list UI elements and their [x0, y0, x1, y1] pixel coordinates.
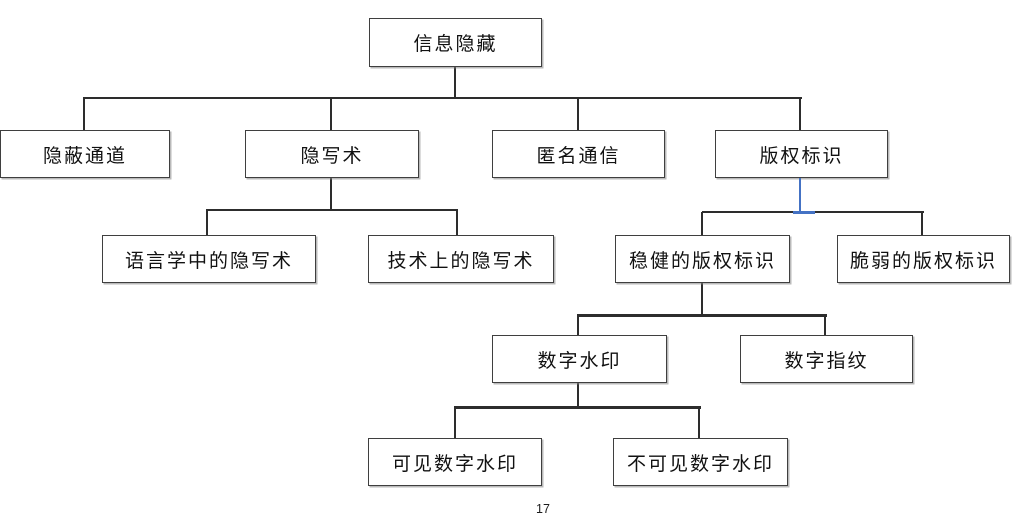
node-visible-digital-watermark: 可见数字水印 [368, 438, 542, 486]
connector-anonymous-top [577, 98, 579, 130]
connector-bus-steganography [206, 209, 458, 211]
connector-robust-drop [701, 283, 703, 316]
connector-visible-top [454, 407, 456, 438]
connector-technical-top [456, 210, 458, 235]
connector-covert-channel-top [83, 98, 85, 130]
node-anonymous-communication: 匿名通信 [492, 130, 665, 178]
node-digital-watermark: 数字水印 [492, 335, 667, 383]
node-covert-channel: 隐蔽通道 [0, 130, 170, 178]
node-robust-copyright-marking: 稳健的版权标识 [615, 235, 790, 283]
connector-invisible-top [698, 407, 700, 438]
connector-robust-top [701, 212, 703, 235]
node-linguistic-steganography: 语言学中的隐写术 [102, 235, 316, 283]
connector-bus-copyright-highlight-segment [793, 211, 815, 214]
connector-copyright-drop-highlight [799, 178, 801, 214]
connector-watermark-drop [577, 383, 579, 407]
connector-bus-watermark [454, 406, 701, 409]
connector-bus-level1 [83, 97, 802, 99]
connector-root-drop [454, 67, 456, 98]
connector-fragile-top [921, 212, 923, 235]
node-invisible-digital-watermark: 不可见数字水印 [613, 438, 788, 486]
node-information-hiding: 信息隐藏 [369, 18, 542, 67]
node-fragile-copyright-marking: 脆弱的版权标识 [837, 235, 1010, 283]
connector-steganography-drop [330, 178, 332, 211]
connector-fingerprint-top [824, 315, 826, 335]
page-number: 17 [536, 502, 550, 516]
connector-copyright-top [799, 98, 801, 130]
connector-bus-robust [577, 314, 827, 317]
node-technical-steganography: 技术上的隐写术 [368, 235, 554, 283]
node-copyright-marking: 版权标识 [715, 130, 888, 178]
node-digital-fingerprint: 数字指纹 [740, 335, 913, 383]
connector-steganography-top [330, 98, 332, 130]
node-steganography: 隐写术 [245, 130, 419, 178]
connector-watermark-top [577, 315, 579, 335]
connector-linguistic-top [206, 210, 208, 235]
